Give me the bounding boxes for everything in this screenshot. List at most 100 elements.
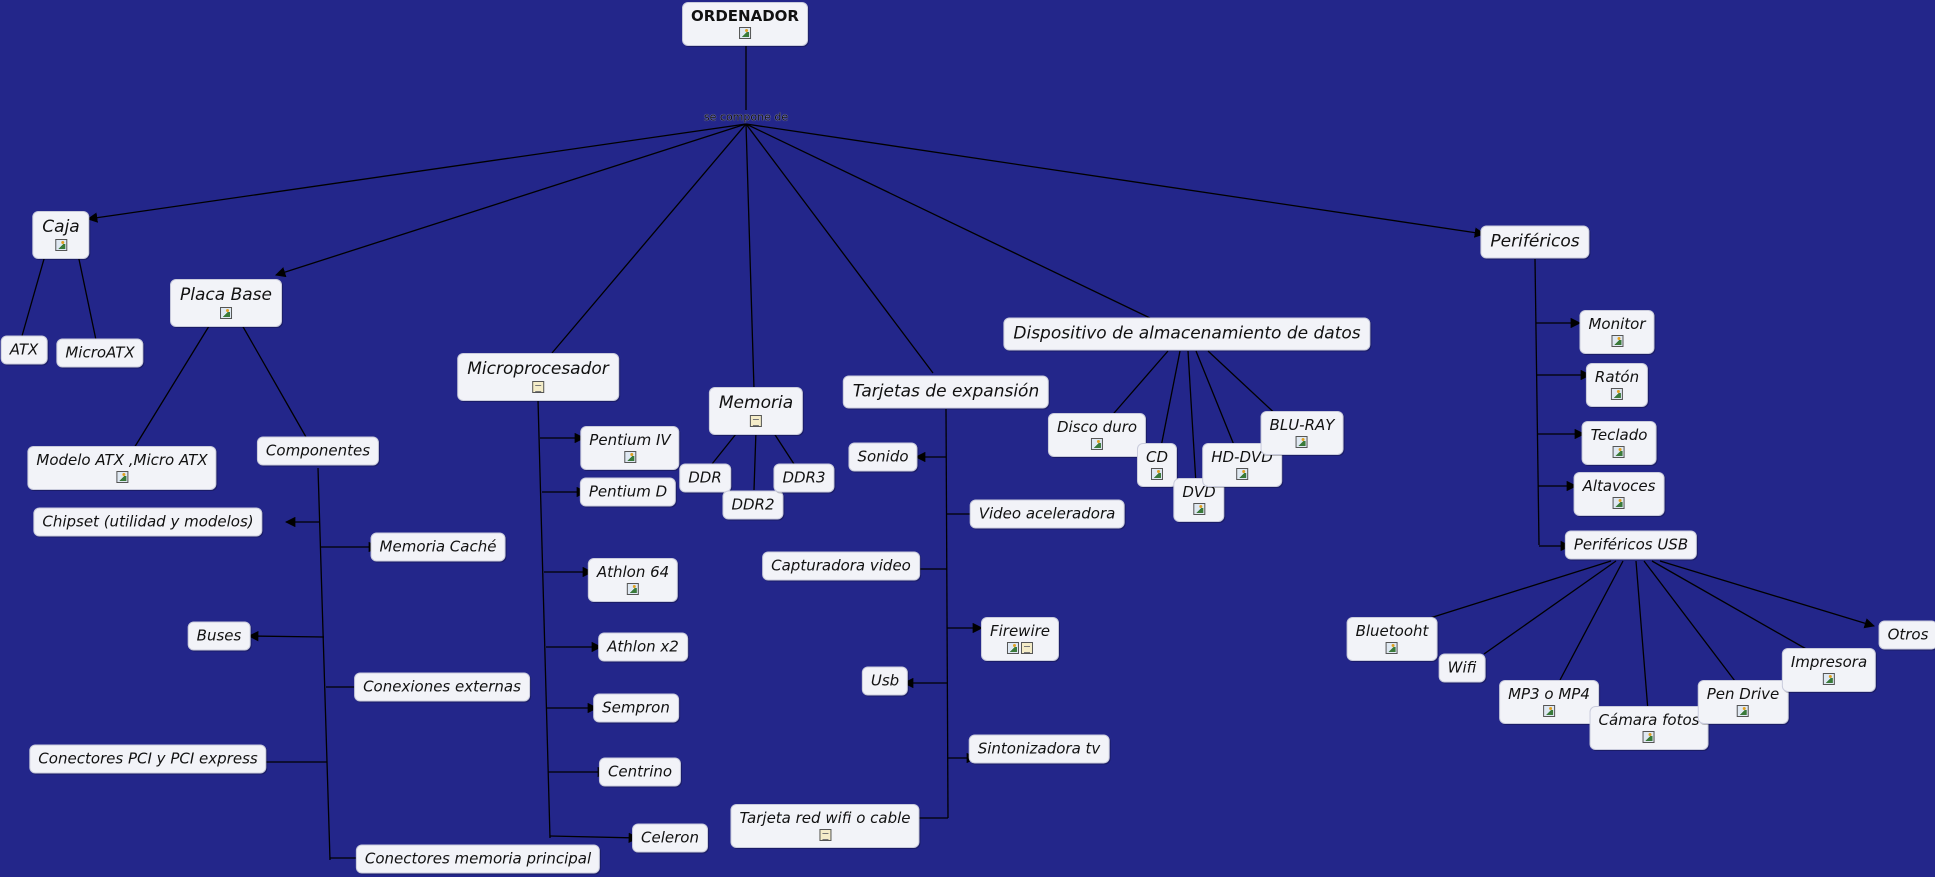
concept-hd-dvd[interactable]: HD-DVD [1202,443,1282,487]
concept-conexiones-externas[interactable]: Conexiones externas [354,672,530,702]
concept-tarjetas[interactable]: Tarjetas de expansión [842,375,1050,409]
concept-label: DDR2 [731,495,775,514]
resource-icons [990,642,1050,654]
resource-icons [180,307,272,319]
concept-celeron[interactable]: Celeron [632,823,708,853]
concept-video-aceleradora[interactable]: Video aceleradora [969,499,1125,529]
concept-otros[interactable]: Otros [1878,620,1935,650]
image-resource-icon[interactable] [1543,705,1555,717]
resource-icons [1211,468,1273,480]
concept-label: MP3 o MP4 [1508,685,1590,703]
resource-icons [1270,436,1335,448]
concept-athlon-64[interactable]: Athlon 64 [587,558,679,602]
concept-disco-duro[interactable]: Disco duro [1047,413,1147,457]
concept-conectores-pci[interactable]: Conectores PCI y PCI express [29,744,267,774]
concept-mp3[interactable]: MP3 o MP4 [1499,680,1599,724]
concept-atx[interactable]: ATX [0,335,48,365]
image-resource-icon[interactable] [220,307,232,319]
image-resource-icon[interactable] [1611,335,1623,347]
concept-label: Buses [196,626,242,645]
concept-wifi[interactable]: Wifi [1438,653,1486,683]
concept-teclado[interactable]: Teclado [1581,421,1657,465]
image-resource-icon[interactable] [1235,468,1248,480]
concept-microatx[interactable]: MicroATX [56,338,144,368]
resource-icons [1508,705,1590,717]
image-resource-icon[interactable] [55,239,67,251]
concept-pentium-iv[interactable]: Pentium IV [580,426,680,470]
concept-sintonizadora[interactable]: Sintonizadora tv [968,734,1110,764]
concept-placa-base[interactable]: Placa Base [170,279,282,327]
concept-perifericos[interactable]: Periféricos [1480,225,1590,259]
concept-label: Firewire [989,622,1051,640]
concept-sempron[interactable]: Sempron [593,693,679,723]
concept-altavoces[interactable]: Altavoces [1573,472,1665,516]
image-resource-icon[interactable] [1090,438,1103,450]
concept-buses[interactable]: Buses [187,621,251,651]
connector-line [1534,258,1540,546]
connector-line [130,317,215,454]
concept-componentes[interactable]: Componentes [256,436,380,466]
concept-ddr2[interactable]: DDR2 [722,490,784,520]
concept-memoria-cache[interactable]: Memoria Caché [370,532,506,562]
document-resource-icon[interactable] [1021,642,1033,654]
image-resource-icon[interactable] [1611,388,1623,400]
document-resource-icon[interactable] [818,829,831,841]
image-resource-icon[interactable] [1613,446,1625,458]
concept-label: Memoria Caché [379,537,497,556]
concept-conectores-memoria[interactable]: Conectores memoria principal [355,844,601,874]
concept-raton[interactable]: Ratón [1585,363,1649,407]
concept-pentium-d[interactable]: Pentium D [579,477,677,507]
image-resource-icon[interactable] [1295,436,1308,448]
image-resource-icon[interactable] [1385,642,1398,654]
concept-label: Wifi [1447,658,1477,677]
concept-microprocesador[interactable]: Microprocesador [457,353,619,401]
image-resource-icon[interactable] [1643,731,1655,743]
concept-monitor[interactable]: Monitor [1579,310,1655,354]
concept-ddr[interactable]: DDR [679,463,731,493]
concept-usb[interactable]: Usb [861,666,909,696]
concept-label: ATX [9,340,39,359]
connector-line [945,408,949,819]
concept-label: MicroATX [65,343,135,362]
concept-tarjeta-red[interactable]: Tarjeta red wifi o cable [730,804,920,848]
image-resource-icon[interactable] [1736,705,1749,717]
concept-sonido[interactable]: Sonido [848,442,918,472]
connector-line [745,123,1151,319]
image-resource-icon[interactable] [738,27,751,39]
image-resource-icon[interactable] [624,451,636,463]
resource-icons [42,239,79,251]
image-resource-icon[interactable] [626,583,639,595]
concept-label: Celeron [641,828,699,847]
concept-centrino[interactable]: Centrino [598,757,682,787]
concept-impresora[interactable]: Impresora [1781,648,1877,692]
concept-modelo-atx[interactable]: Modelo ATX ,Micro ATX [27,446,217,490]
resource-icons [1707,705,1780,717]
concept-label: Monitor [1588,315,1646,333]
image-resource-icon[interactable] [1612,497,1625,509]
concept-bluetooht[interactable]: Bluetooht [1346,617,1438,661]
image-resource-icon[interactable] [1823,673,1835,685]
concept-caja[interactable]: Caja [32,211,90,259]
concept-root[interactable]: ORDENADOR [682,2,808,46]
concept-perifericos-usb[interactable]: Periféricos USB [1564,530,1698,560]
concept-pen-drive[interactable]: Pen Drive [1697,680,1789,724]
concept-athlon-x2[interactable]: Athlon x2 [598,632,688,662]
concept-firewire[interactable]: Firewire [980,617,1060,661]
document-resource-icon[interactable] [750,415,762,427]
image-resource-icon[interactable] [116,471,128,483]
connector-line [237,317,307,438]
concept-chipset[interactable]: Chipset (utilidad y modelos) [33,507,263,537]
image-resource-icon[interactable] [1007,642,1019,654]
concept-memoria[interactable]: Memoria [708,387,804,435]
concept-capturadora[interactable]: Capturadora video [762,551,920,581]
concept-ddr3[interactable]: DDR3 [773,463,835,493]
image-resource-icon[interactable] [1193,503,1205,515]
concept-cd[interactable]: CD [1136,443,1178,487]
connector-line [1659,560,1875,629]
concept-camara[interactable]: Cámara fotos [1589,706,1709,750]
concept-blu-ray[interactable]: BLU-RAY [1260,411,1344,455]
document-resource-icon[interactable] [531,381,544,393]
concept-almacenamiento[interactable]: Dispositivo de almacenamiento de datos [1003,317,1371,351]
image-resource-icon[interactable] [1151,468,1163,480]
